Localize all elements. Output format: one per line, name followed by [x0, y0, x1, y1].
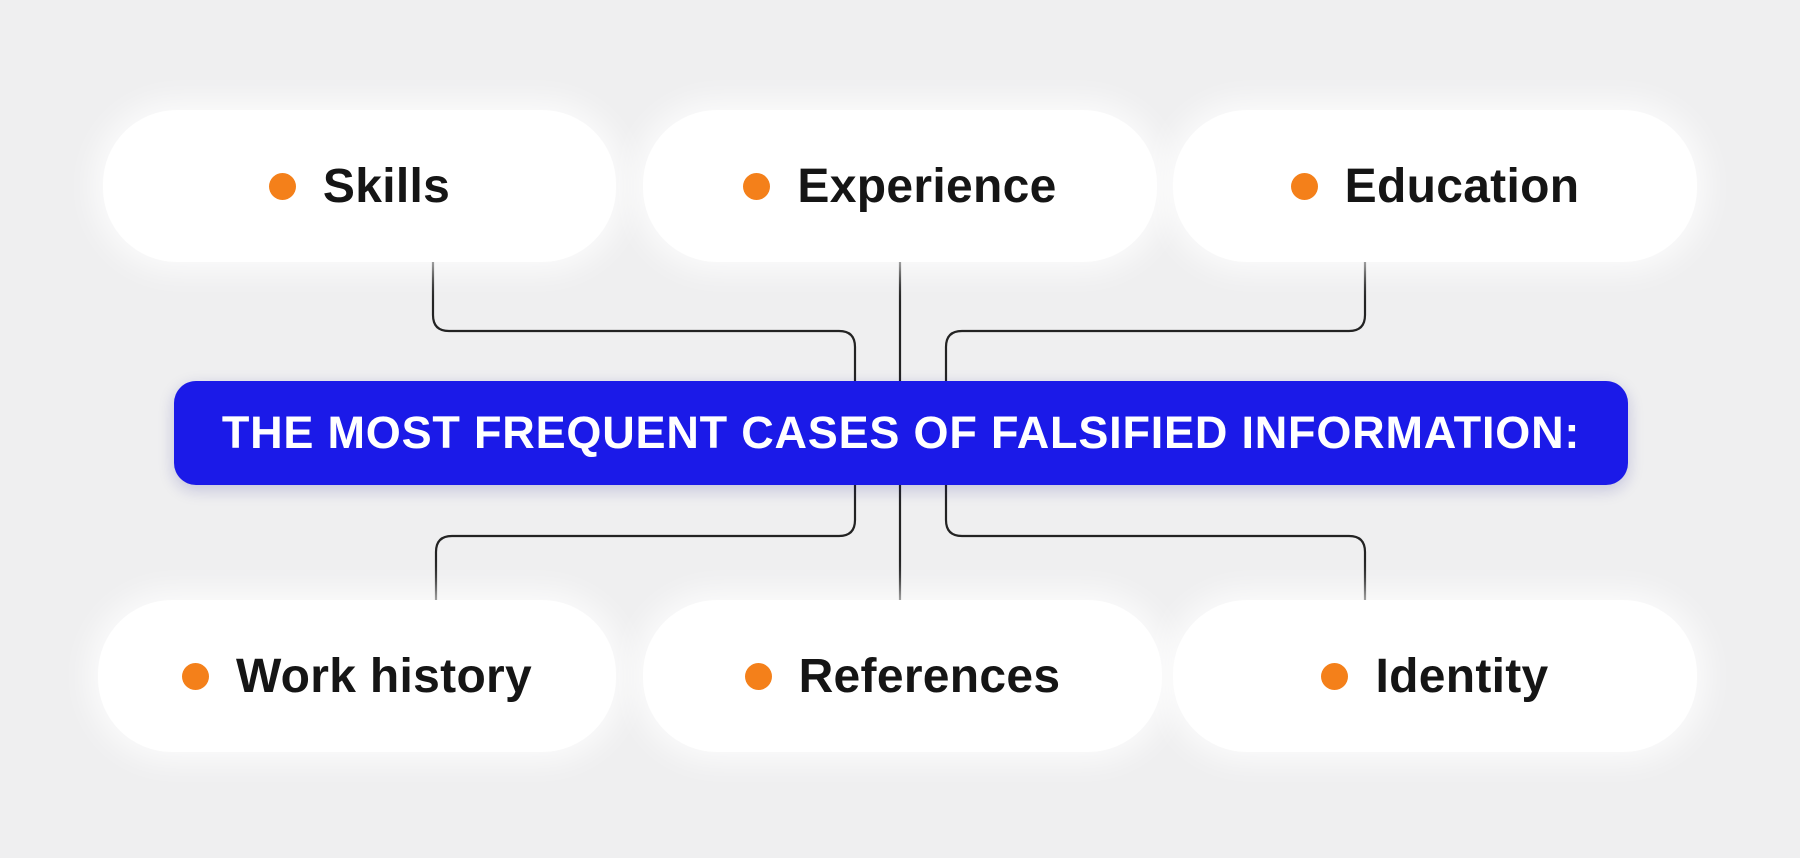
- bottom-node-identity: Identity: [1173, 600, 1697, 752]
- node-label: Experience: [797, 159, 1057, 213]
- node-label: Work history: [235, 649, 533, 703]
- bullet-dot-icon: [1290, 172, 1318, 200]
- top-node-education: Education: [1173, 110, 1697, 262]
- top-node-experience: Experience: [643, 110, 1157, 262]
- node-label: References: [798, 649, 1061, 703]
- banner-title: THE MOST FREQUENT CASES OF FALSIFIED INF…: [221, 407, 1581, 458]
- top-node-skills: Skills: [103, 110, 616, 262]
- bullet-dot-icon: [743, 172, 771, 200]
- bullet-dot-icon: [181, 662, 209, 690]
- node-label: Skills: [322, 159, 451, 213]
- bottom-node-references: References: [643, 600, 1162, 752]
- bullet-dot-icon: [268, 172, 296, 200]
- bullet-dot-icon: [1321, 662, 1349, 690]
- node-label: Identity: [1375, 649, 1549, 703]
- node-label: Education: [1344, 159, 1580, 213]
- bullet-dot-icon: [744, 662, 772, 690]
- bottom-node-work-history: Work history: [98, 600, 616, 752]
- banner: THE MOST FREQUENT CASES OF FALSIFIED INF…: [174, 381, 1628, 485]
